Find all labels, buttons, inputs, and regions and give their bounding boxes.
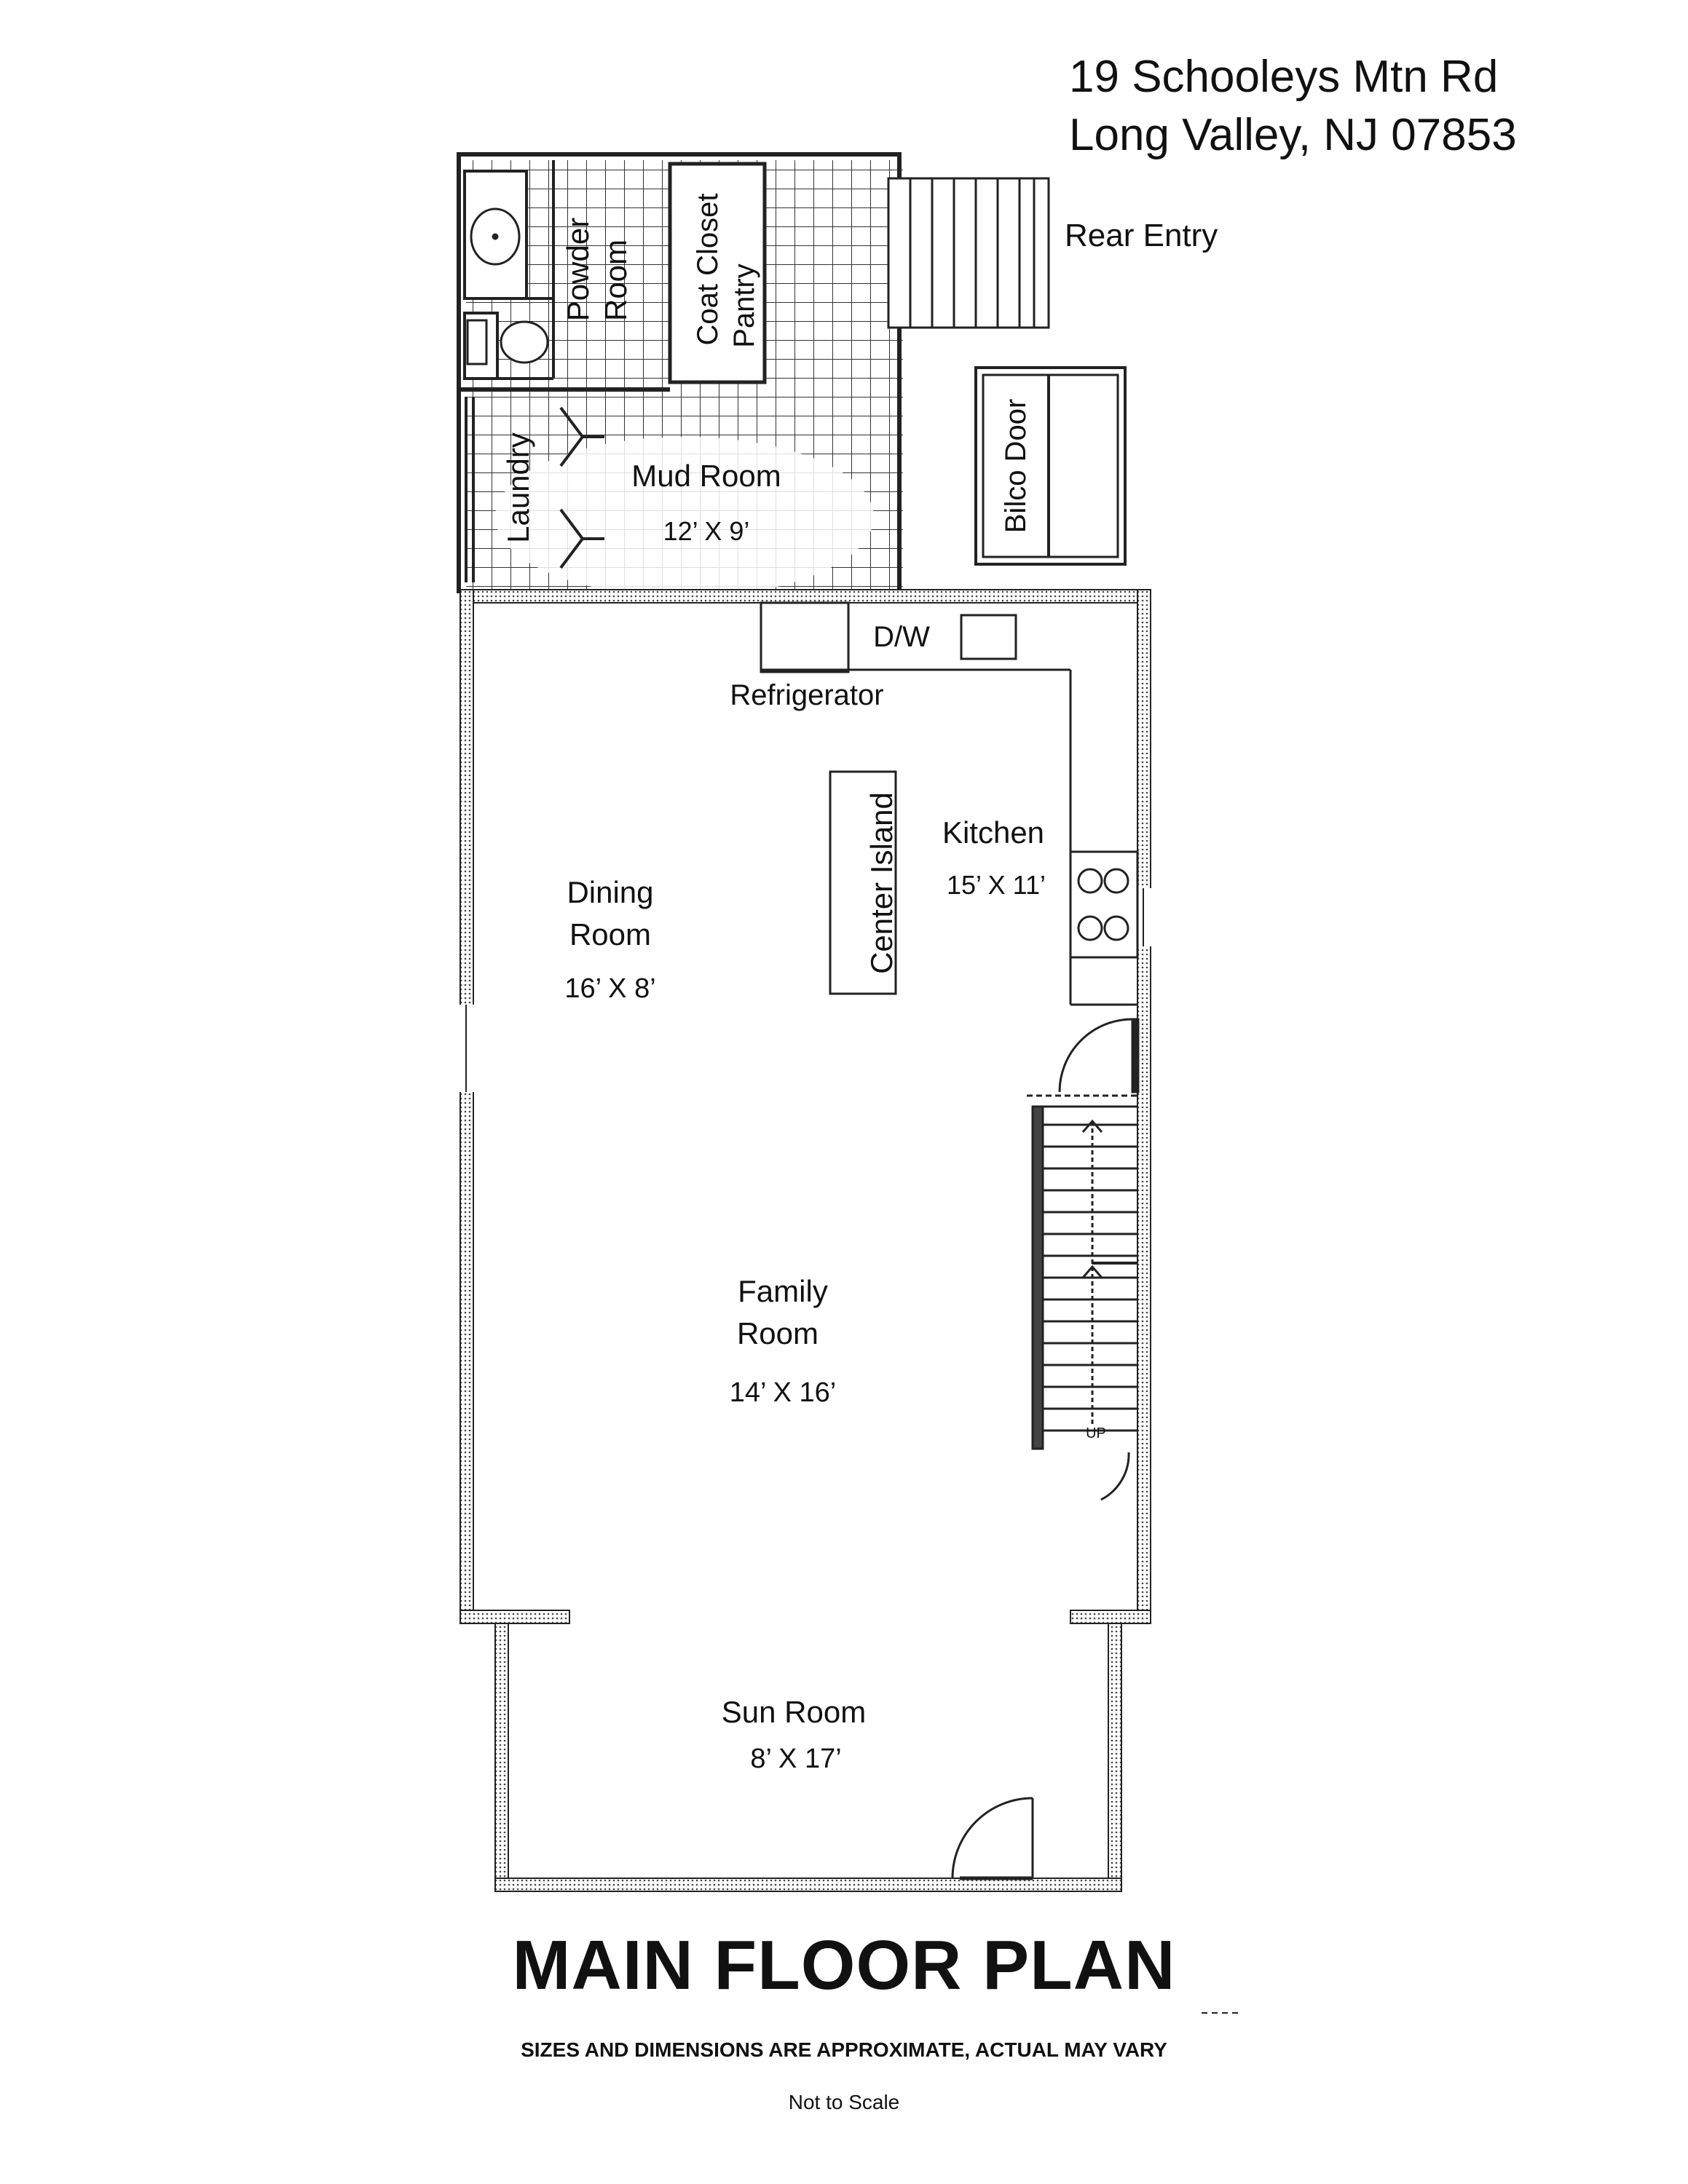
dining-room-label-1: Dining (567, 875, 653, 909)
plan-title: MAIN FLOOR PLAN (512, 1926, 1176, 2004)
kitchen-size: 15’ X 11’ (947, 870, 1046, 900)
disclaimer: SIZES AND DIMENSIONS ARE APPROXIMATE, AC… (521, 2038, 1167, 2061)
staircase (1031, 1105, 1137, 1450)
stove-burners (1077, 868, 1129, 941)
exterior-walls (458, 589, 1153, 1892)
tiled-floor (466, 160, 903, 597)
stair-door (1027, 1018, 1140, 1501)
front-door (951, 1797, 1034, 1880)
dining-room-size: 16’ X 8’ (564, 973, 655, 1004)
powder-room-label-2: Room (599, 240, 633, 321)
refrigerator-label: Refrigerator (730, 679, 883, 711)
mud-room-label: Mud Room (631, 459, 781, 493)
bilco-door-label: Bilco Door (1000, 399, 1032, 534)
family-room-size: 14’ X 16’ (730, 1377, 836, 1408)
center-island (829, 770, 897, 995)
coat-closet-label: Coat Closet (692, 194, 724, 346)
dw-label: D/W (873, 621, 930, 653)
kitchen-counters (760, 601, 1139, 1006)
laundry-label: Laundry (501, 432, 535, 543)
powder-room-label-1: Powder (561, 218, 595, 321)
pantry-label: Pantry (728, 264, 760, 348)
sun-room-label: Sun Room (722, 1695, 866, 1729)
laundry-doors (559, 406, 604, 569)
rear-entry-label: Rear Entry (1065, 218, 1218, 253)
address-line-2: Long Valley, NJ 07853 (1069, 110, 1517, 160)
family-room-label-1: Family (738, 1274, 828, 1308)
center-island-label: Center Island (864, 792, 899, 974)
family-room-label-2: Room (737, 1316, 819, 1350)
stair-up-label: UP (1086, 1425, 1106, 1441)
kitchen-label: Kitchen (942, 815, 1044, 850)
rear-entry-steps (887, 177, 1050, 329)
scale-note: Not to Scale (788, 2091, 900, 2113)
address-line-1: 19 Schooleys Mtn Rd (1069, 52, 1499, 102)
stair-up-arrow (1081, 1119, 1103, 1278)
dining-room-label-2: Room (569, 917, 651, 951)
toilet-icon (466, 319, 549, 365)
sink-icon (470, 207, 521, 266)
sun-room-size: 8’ X 17’ (750, 1744, 841, 1774)
bilco-door (974, 366, 1127, 566)
mud-room-size: 12’ X 9’ (663, 516, 750, 546)
